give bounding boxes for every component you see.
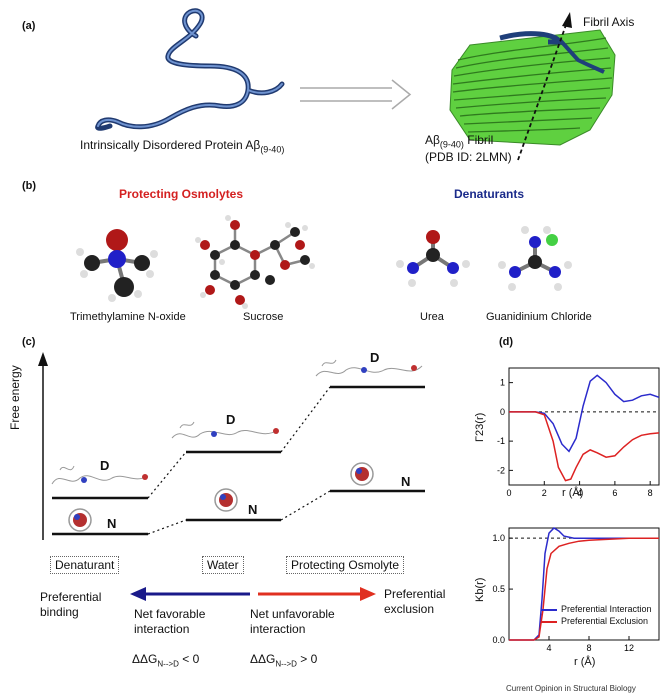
ddg-negative-label: ΔΔGN-->D < 0 — [132, 652, 199, 668]
kb-series-line-1 — [509, 537, 659, 641]
ddg-negative-prefix: ΔΔG — [132, 652, 158, 666]
state-n-water: N — [248, 502, 258, 517]
guanidinium-molecule — [498, 226, 572, 291]
kb-chart: 4 8 12 1.0 0.5 0.0 — [492, 527, 660, 653]
preferential-binding-line2: binding — [40, 605, 79, 619]
gamma23-xtick-label: 8 — [648, 488, 653, 498]
kb-legend: Preferential Interaction Preferential Ex… — [541, 603, 652, 627]
net-favorable-label: Net favorable interaction — [134, 607, 205, 637]
gamma23-xtick-label: 4 — [577, 488, 582, 498]
fibril-axis-arrow — [517, 21, 568, 161]
gamma23-series-line-1 — [509, 411, 660, 482]
panel-label-c: (c) — [22, 336, 36, 348]
kb-xtick-label: 4 — [546, 643, 551, 653]
condition-water: Water — [202, 556, 244, 574]
legend-swatch-exclusion — [541, 620, 557, 623]
pdb-id-label: (PDB ID: 2LMN) — [425, 150, 512, 164]
molecule-label-tmao: Trimethylamine N-oxide — [70, 311, 186, 323]
fibril-structure — [449, 29, 616, 146]
gamma23-ytick-label: 1 — [500, 378, 505, 388]
panel-label-b: (b) — [22, 180, 37, 192]
tmao-molecule — [76, 229, 158, 302]
legend-item-exclusion: Preferential Exclusion — [541, 615, 652, 627]
gamma23-xtick-label: 2 — [542, 488, 547, 498]
disordered-label-sub: (9-40) — [260, 144, 285, 155]
preferential-exclusion-line2: exclusion — [384, 602, 435, 616]
fibril-axis-label: Fibril Axis — [583, 15, 635, 29]
fibril-label-suffix: Fibril — [463, 133, 494, 147]
kb-frame — [508, 527, 660, 641]
ddg-negative-sub: N-->D — [157, 659, 179, 669]
preferential-exclusion-label: Preferential exclusion — [384, 587, 445, 617]
ddg-positive-sub: N-->D — [275, 659, 297, 669]
legend-label-exclusion: Preferential Exclusion — [561, 616, 649, 626]
preferential-binding-label: Preferential binding — [40, 590, 101, 620]
gamma23-frame — [508, 367, 660, 486]
kb-ytick-label: 0.0 — [492, 635, 505, 645]
ddg-negative-suffix: < 0 — [178, 652, 200, 666]
folded-proteins — [68, 462, 374, 532]
legend-item-interaction: Preferential Interaction — [541, 603, 652, 615]
state-n-osmolyte: N — [401, 474, 411, 489]
state-n-denaturant: N — [107, 516, 117, 531]
molecule-label-guanidinium: Guanidinium Chloride — [486, 311, 592, 323]
gamma23-ytick-label: -1 — [497, 436, 505, 446]
kb-xlabel: r (Å) — [574, 656, 596, 668]
legend-label-interaction: Preferential Interaction — [561, 604, 652, 614]
panel-label-a: (a) — [22, 20, 36, 32]
ddg-positive-prefix: ΔΔG — [250, 652, 276, 666]
molecule-label-urea: Urea — [420, 311, 444, 323]
ddg-positive-label: ΔΔGN-->D > 0 — [250, 652, 317, 668]
energy-levels — [52, 385, 425, 536]
gamma23-ytick-label: -2 — [497, 465, 505, 475]
disordered-protein-label: Intrinsically Disordered Protein Aβ(9-40… — [80, 138, 284, 154]
net-unfavorable-label: Net unfavorable interaction — [250, 607, 335, 637]
urea-molecule — [396, 230, 470, 287]
preferential-exclusion-line1: Preferential — [384, 587, 446, 601]
panel-label-d: (d) — [499, 336, 514, 348]
net-favorable-line1: Net favorable — [134, 607, 206, 621]
disordered-protein-ribbon — [95, 8, 285, 131]
molecule-label-sucrose: Sucrose — [243, 311, 284, 323]
net-unfavorable-line1: Net unfavorable — [250, 607, 335, 621]
condition-denaturant: Denaturant — [50, 556, 120, 574]
gamma23-ytick-label: 0 — [500, 407, 505, 417]
state-d-osmolyte: D — [370, 350, 380, 365]
kb-ytick-label: 1.0 — [492, 533, 505, 543]
condition-protecting-osmolyte: Protecting Osmolyte — [286, 556, 405, 574]
kb-xtick-label: 12 — [624, 643, 634, 653]
kb-xtick-label: 8 — [586, 643, 591, 653]
fibril-label: Aβ(9-40) Fibril — [425, 133, 493, 149]
kb-ylabel: Kb(r) — [474, 577, 486, 602]
footer-credit: Current Opinion in Structural Biology — [506, 684, 636, 693]
disordered-label-text: Intrinsically Disordered Protein Aβ — [80, 138, 261, 152]
fibril-label-text: Aβ — [425, 133, 440, 147]
gamma23-xlabel: r (Å) — [562, 487, 584, 499]
gamma23-xtick-label: 6 — [612, 488, 617, 498]
net-favorable-line2: interaction — [134, 622, 190, 636]
kb-ytick-label: 0.5 — [492, 584, 505, 594]
connector-lines — [147, 386, 331, 535]
protecting-osmolytes-title: Protecting Osmolytes — [119, 187, 244, 201]
state-d-water: D — [226, 412, 236, 427]
net-unfavorable-line2: interaction — [250, 622, 306, 636]
legend-swatch-interaction — [541, 608, 557, 611]
gamma23-ylabel: Γ23(r) — [474, 412, 486, 442]
state-d-denaturant: D — [100, 458, 110, 473]
preferential-binding-line1: Preferential — [40, 590, 102, 604]
fibril-label-sub: (9-40) — [439, 139, 464, 150]
unfolded-chains — [51, 359, 423, 485]
gamma23-series-line-0 — [509, 374, 660, 453]
denaturants-title: Denaturants — [454, 187, 525, 201]
sucrose-molecule — [195, 215, 315, 309]
transition-arrow — [300, 79, 412, 110]
free-energy-label: Free energy — [8, 365, 22, 430]
ddg-positive-suffix: > 0 — [296, 652, 318, 666]
gamma23-xtick-label: 0 — [506, 488, 511, 498]
